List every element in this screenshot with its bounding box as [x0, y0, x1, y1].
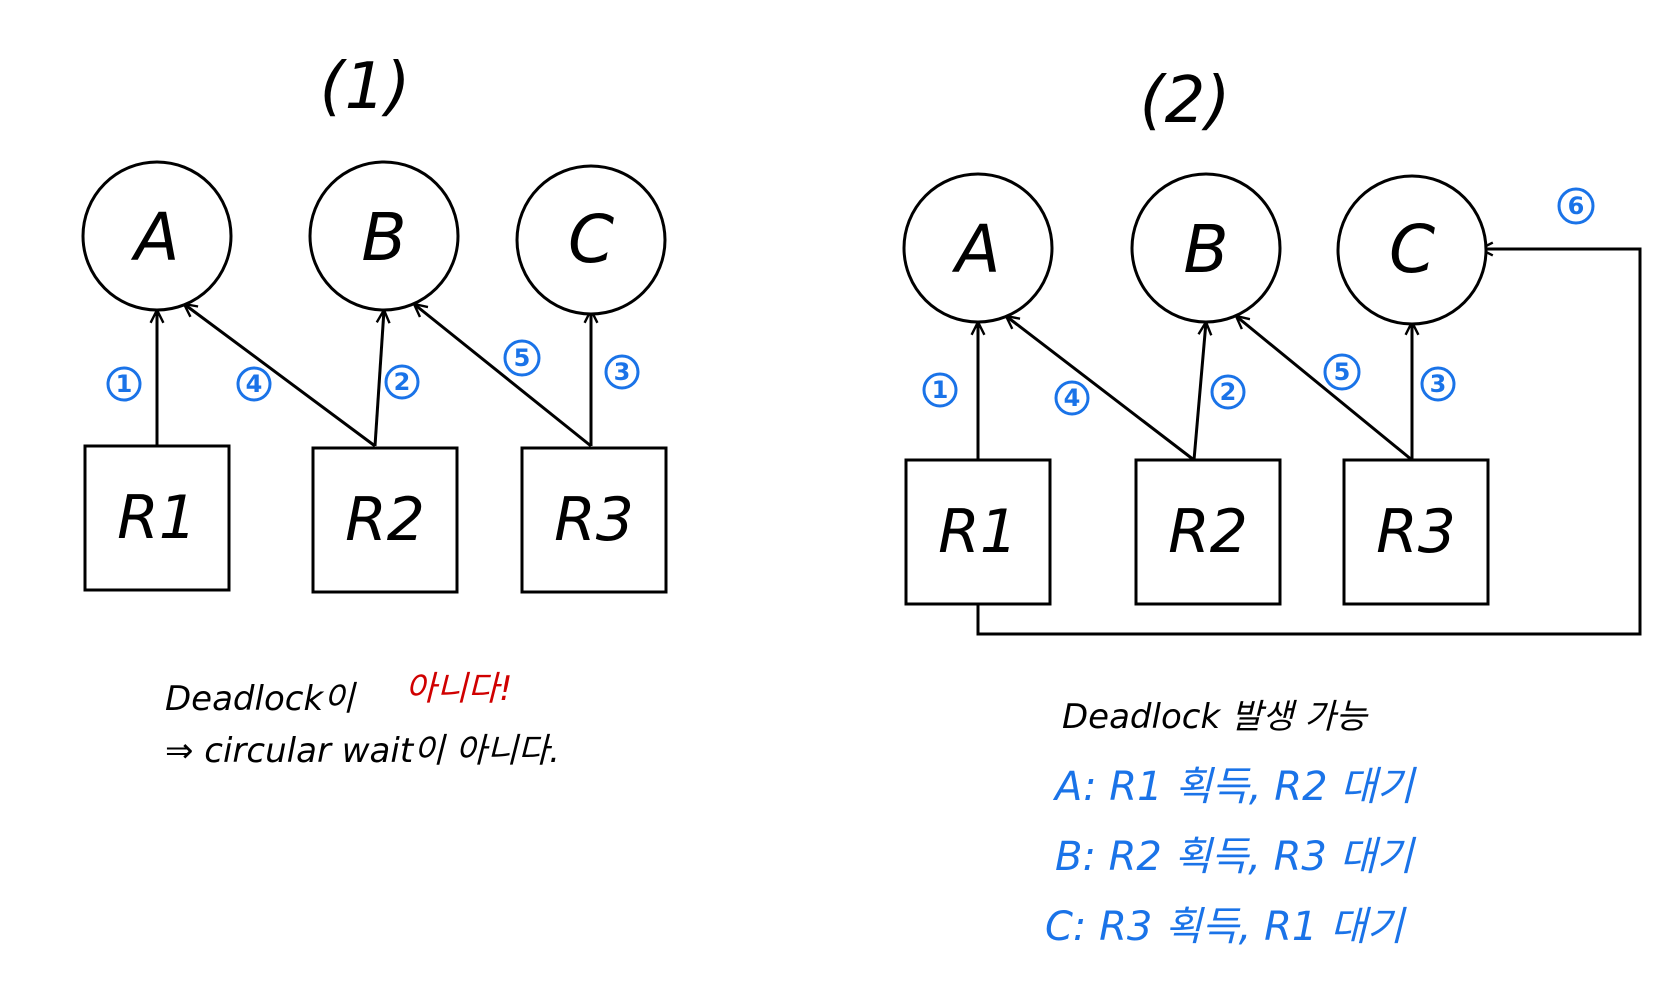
step-label: 2: [1220, 378, 1237, 406]
note-line-b: B: R2 획득, R3 대기: [1055, 834, 1416, 880]
diagram-2-process-c: C: [1336, 174, 1488, 326]
diagram-1-step-3: 3: [604, 354, 640, 390]
diagram-1-title: (1): [320, 50, 411, 124]
note-heading: Deadlock 발생 가능: [1062, 697, 1369, 737]
process-label: A: [130, 199, 179, 276]
diagram-2-process-a: A: [902, 172, 1054, 324]
diagram-2-step-1: 1: [922, 372, 958, 408]
diagram-2: (2) A B C R1 R2: [902, 64, 1642, 950]
step-label: 5: [1334, 358, 1351, 386]
step-label: 6: [1568, 192, 1585, 220]
diagram-1-resource-r1: R1: [83, 444, 231, 592]
process-label: A: [951, 211, 1000, 288]
diagram-1-process-b: B: [308, 160, 460, 312]
diagram-2-step-2: 2: [1210, 374, 1246, 410]
diagram-1-step-1: 1: [106, 366, 142, 402]
diagram-1: (1) A B C R1 R2: [81, 50, 668, 771]
diagram-2-title: (2): [1140, 64, 1231, 138]
diagram-2-step-5: 5: [1323, 353, 1361, 391]
diagram-2-step-4: 4: [1054, 380, 1090, 416]
diagram-2-edges: [976, 249, 1642, 636]
diagram-1-edges: [157, 304, 592, 448]
diagram-1-process-c: C: [515, 164, 667, 316]
diagram-2-step-6: 6: [1557, 187, 1595, 225]
diagram-1-resource-r3: R3: [520, 446, 668, 594]
diagram-1-note: Deadlock이 아니다! ⇒ circular wait이 아니다.: [165, 669, 560, 771]
diagram-2-resource-r2: R2: [1134, 458, 1282, 606]
process-label: C: [1389, 211, 1435, 288]
diagram-2-step-3: 3: [1420, 366, 1456, 402]
edge-r3-b: [414, 304, 592, 448]
resource-label: R1: [117, 483, 197, 553]
step-label: 5: [514, 344, 531, 372]
diagram-2-process-b: B: [1130, 172, 1282, 324]
note-line-c: C: R3 획득, R1 대기: [1045, 904, 1407, 950]
resource-label: R3: [1376, 497, 1456, 567]
diagram-1-resource-r2: R2: [311, 446, 459, 594]
resource-label: R2: [1168, 497, 1248, 567]
edge-r2-b: [1192, 322, 1206, 461]
note-warning: 아니다!: [405, 669, 512, 709]
step-label: 1: [116, 370, 133, 398]
edge-r1-c: [976, 249, 1642, 636]
note-line-1: Deadlock이: [165, 679, 357, 719]
diagram-1-step-2: 2: [384, 364, 420, 400]
step-label: 1: [932, 376, 949, 404]
step-label: 3: [614, 358, 631, 386]
resource-label: R3: [554, 485, 634, 555]
note-line-2: ⇒ circular wait이 아니다.: [165, 731, 560, 771]
process-label: B: [361, 199, 406, 276]
diagram-2-resource-r3: R3: [1342, 458, 1490, 606]
edge-r2-a: [184, 304, 376, 448]
edge-r2-b: [373, 310, 384, 447]
note-line-a: A: R1 획득, R2 대기: [1052, 764, 1417, 810]
step-label: 3: [1430, 370, 1447, 398]
step-label: 4: [1064, 384, 1081, 412]
process-label: B: [1183, 211, 1228, 288]
diagram-2-note: Deadlock 발생 가능 A: R1 획득, R2 대기 B: R2 획득,…: [1045, 697, 1417, 950]
edge-r2-a: [1006, 316, 1195, 462]
diagram-1-process-a: A: [81, 160, 233, 312]
resource-label: R2: [345, 485, 425, 555]
step-label: 2: [394, 368, 411, 396]
diagram-2-resource-r1: R1: [904, 458, 1052, 606]
edge-r3-b: [1236, 316, 1413, 462]
resource-label: R1: [938, 497, 1018, 567]
process-label: C: [568, 201, 614, 278]
diagram-1-step-5: 5: [503, 339, 541, 377]
step-label: 4: [246, 370, 263, 398]
diagram-1-step-4: 4: [236, 366, 272, 402]
